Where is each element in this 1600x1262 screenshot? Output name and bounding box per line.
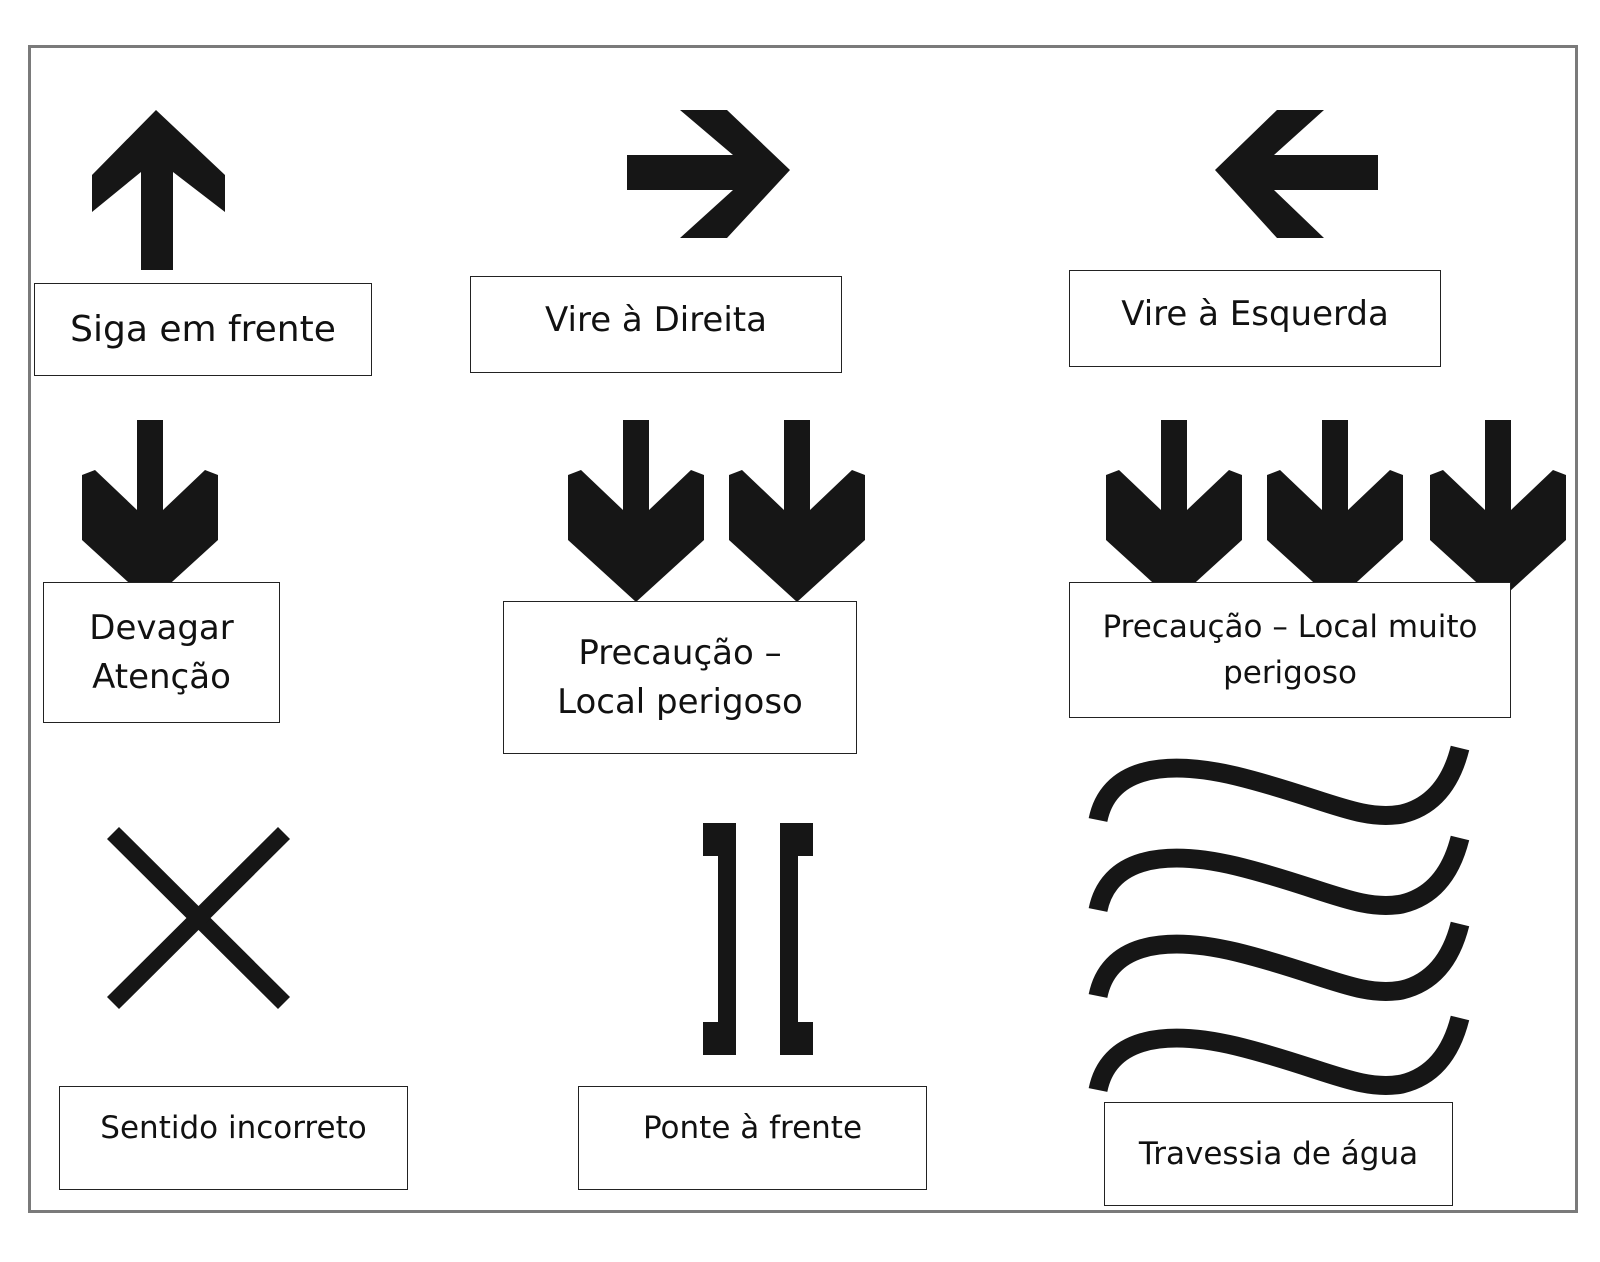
arrow-left-icon [1215,110,1378,238]
bridge-icon [703,823,813,1055]
label-siga-em-frente: Siga em frente [34,283,372,376]
label-vire-a-esquerda: Vire à Esquerda [1069,270,1441,367]
water-waves-icon [1088,745,1470,1096]
arrow-down-icon [82,420,218,602]
diagram-frame [28,45,1578,1213]
arrow-up-icon [92,110,225,270]
triple-arrow-down-icon [1106,420,1566,602]
label-precaucao-local-muito-perigoso: Precaução – Local muito perigoso [1069,582,1511,718]
label-ponte-a-frente: Ponte à frente [578,1086,927,1190]
label-vire-a-direita: Vire à Direita [470,276,842,373]
arrow-right-icon [627,110,790,238]
label-devagar-atencao: Devagar Atenção [43,582,280,723]
label-travessia-de-agua: Travessia de água [1104,1102,1453,1206]
x-cross-icon [107,826,290,1010]
label-precaucao-local-perigoso: Precaução – Local perigoso [503,601,857,754]
double-arrow-down-icon [568,420,865,602]
label-sentido-incorreto: Sentido incorreto [59,1086,408,1190]
